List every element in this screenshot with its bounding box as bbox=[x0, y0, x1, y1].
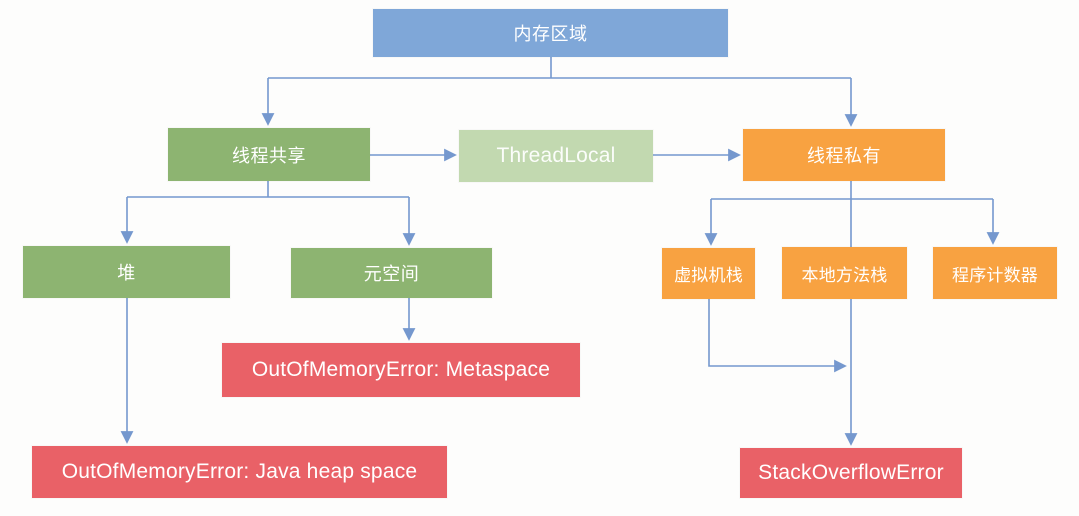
node-vm-stack: 虚拟机栈 bbox=[662, 248, 755, 299]
node-oom-heap-space: OutOfMemoryError: Java heap space bbox=[32, 446, 447, 498]
node-heap: 堆 bbox=[23, 246, 230, 298]
node-stack-overflow: StackOverflowError bbox=[740, 448, 962, 498]
node-oom-metaspace: OutOfMemoryError: Metaspace bbox=[222, 343, 580, 397]
node-thread-private: 线程私有 bbox=[743, 129, 945, 181]
node-thread-shared: 线程共享 bbox=[168, 128, 370, 181]
node-native-method-stack: 本地方法栈 bbox=[782, 247, 907, 299]
node-metaspace: 元空间 bbox=[291, 248, 492, 298]
node-thread-local: ThreadLocal bbox=[459, 130, 653, 182]
node-program-counter: 程序计数器 bbox=[933, 247, 1057, 299]
edge-vmstack-to-soe bbox=[708, 299, 847, 373]
node-memory-area: 内存区域 bbox=[373, 9, 728, 57]
